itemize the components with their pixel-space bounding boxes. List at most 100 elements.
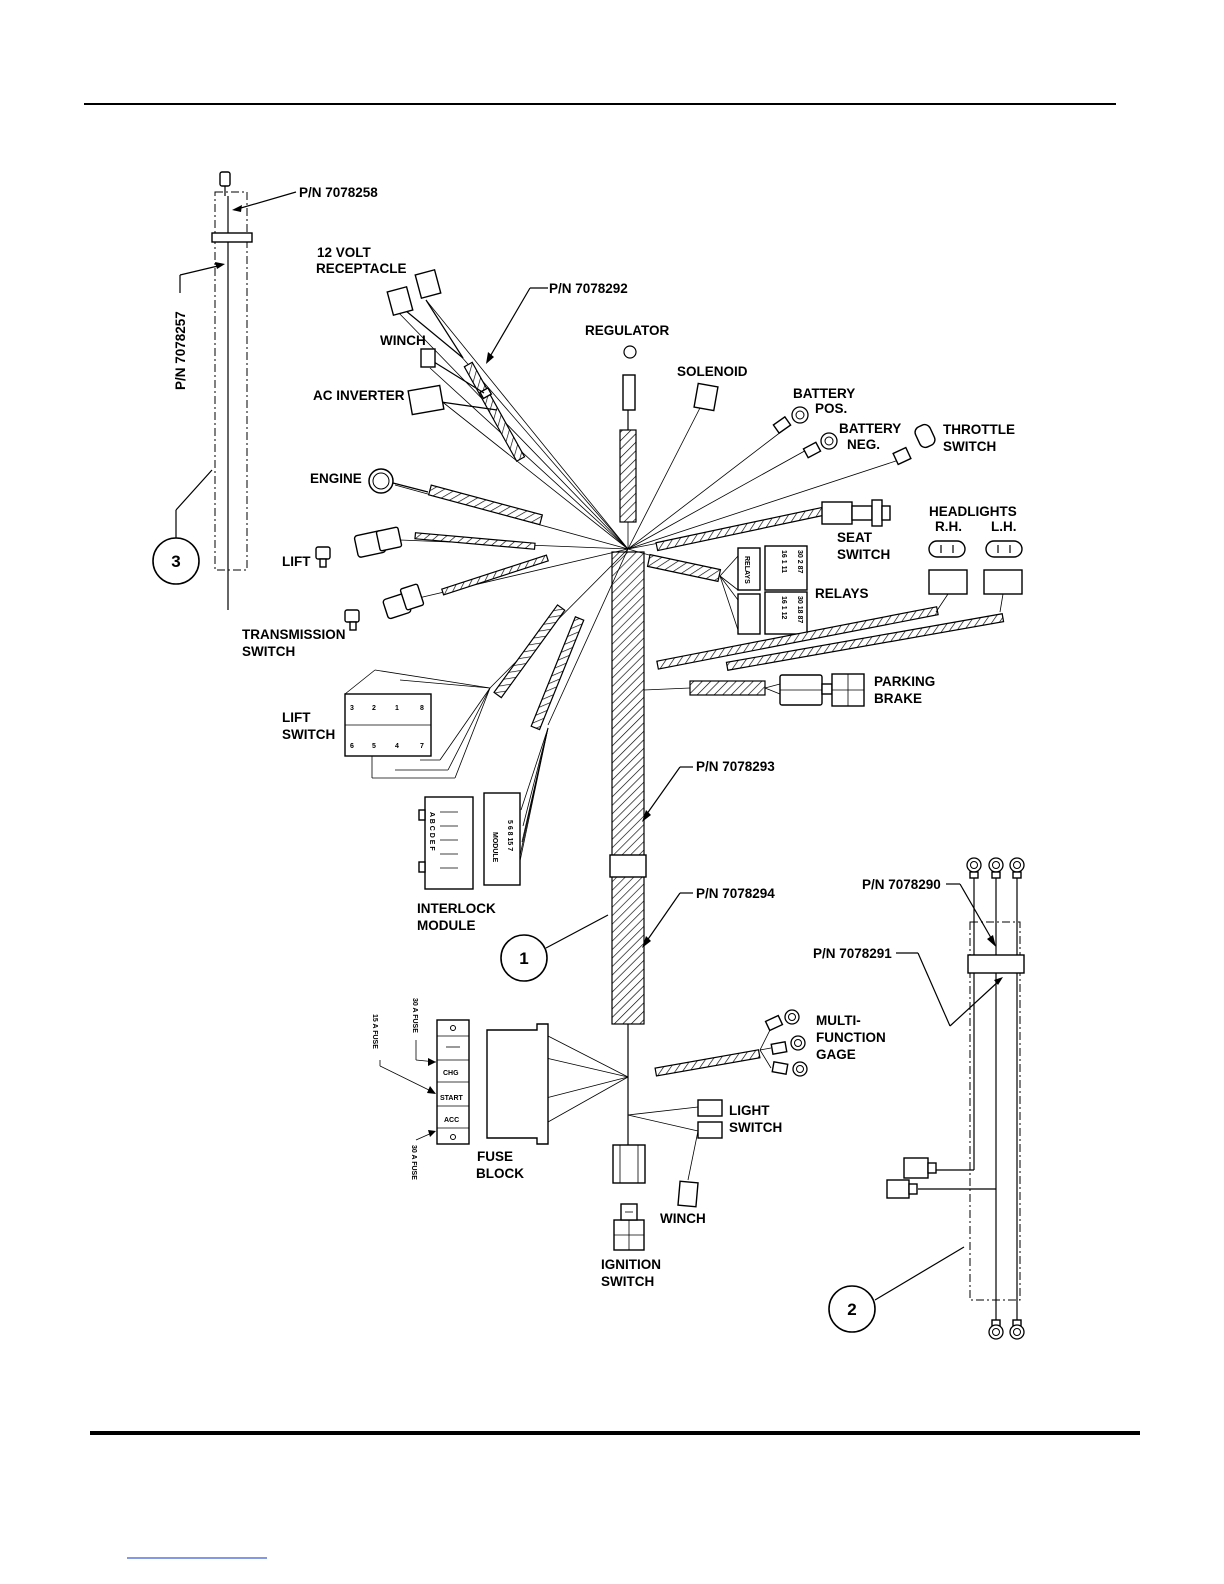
interlock-module-connector <box>483 792 521 886</box>
label-ac-inverter: AC INVERTER <box>313 388 405 403</box>
winch-plug-bottom <box>677 1180 699 1208</box>
svg-text:3: 3 <box>350 705 354 712</box>
svg-text:15 A FUSE: 15 A FUSE <box>371 1014 378 1049</box>
relay-block-2 <box>737 593 761 635</box>
label-seat: SEAT <box>837 530 873 545</box>
harness-3: 3 P/N 7078258 P/N 7078257 <box>152 171 378 610</box>
headlight-lh <box>985 540 1023 558</box>
label-neg: NEG. <box>847 437 880 452</box>
fuse-block-connector <box>486 1023 549 1145</box>
light-switch-plug-2 <box>697 1121 723 1139</box>
headlight-rh <box>928 540 966 558</box>
callout-3: 3 <box>171 552 180 571</box>
label-seat-switch: SWITCH <box>837 547 890 562</box>
labels: P/N 7078292 12 VOLT RECEPTACLE WINCH AC … <box>242 245 1017 1289</box>
harness-2: 2 <box>828 857 1025 1340</box>
svg-text:30 2 87: 30 2 87 <box>796 550 803 573</box>
label-pn-7078293: P/N 7078293 <box>696 759 775 774</box>
label-block: BLOCK <box>476 1166 524 1181</box>
callout-2: 2 <box>847 1300 856 1319</box>
ac-inverter-plug <box>407 384 445 416</box>
callout-2-circle <box>828 1285 876 1333</box>
12v-receptacle-plug-1 <box>386 285 414 317</box>
label-lh: L.H. <box>991 519 1017 534</box>
label-ignition: IGNITION <box>601 1257 661 1272</box>
svg-text:1: 1 <box>395 705 399 712</box>
winch-plug-top <box>420 348 436 368</box>
label-pn-7078291: P/N 7078291 <box>813 946 892 961</box>
label-receptacle: RECEPTACLE <box>316 261 407 276</box>
light-switch-plug-1 <box>697 1099 723 1117</box>
headlight-lh-plug <box>983 569 1023 595</box>
transmission-switch-plug <box>344 609 360 623</box>
headlight-rh-plug <box>928 569 968 595</box>
label-ignition-switch: SWITCH <box>601 1274 654 1289</box>
12v-receptacle-plug-2 <box>414 268 442 300</box>
label-engine: ENGINE <box>310 471 362 486</box>
solenoid-plug <box>693 382 719 412</box>
svg-text:5 6 8 15 7: 5 6 8 15 7 <box>506 820 513 851</box>
svg-text:RELAYS: RELAYS <box>743 556 750 584</box>
label-pn-7078292: P/N 7078292 <box>549 281 628 296</box>
label-gage: GAGE <box>816 1047 856 1062</box>
svg-text:4: 4 <box>395 743 399 750</box>
label-pn-7078294: P/N 7078294 <box>696 886 775 901</box>
label-12-volt: 12 VOLT <box>317 245 372 260</box>
label-interlock: INTERLOCK <box>417 901 496 916</box>
svg-text:30 A FUSE: 30 A FUSE <box>411 998 418 1033</box>
label-brake: BRAKE <box>874 691 922 706</box>
svg-text:CHG: CHG <box>443 1070 459 1077</box>
label-module: MODULE <box>417 918 476 933</box>
label-throttle-switch: SWITCH <box>943 439 996 454</box>
label-transmission: TRANSMISSION <box>242 627 346 642</box>
relay-1 <box>764 545 808 591</box>
callout-1: 1 <box>519 949 528 968</box>
ignition-connector <box>612 1144 646 1184</box>
label-rh: R.H. <box>935 519 962 534</box>
svg-text:30 A FUSE: 30 A FUSE <box>410 1145 417 1180</box>
label-fuse: FUSE <box>477 1149 513 1164</box>
label-battery-neg: BATTERY <box>839 421 901 436</box>
label-transmission-switch: SWITCH <box>242 644 295 659</box>
label-winch-bottom: WINCH <box>660 1211 706 1226</box>
label-light-switch: SWITCH <box>729 1120 782 1135</box>
label-lift: LIFT <box>282 554 311 569</box>
label-lift-switch-2: SWITCH <box>282 727 335 742</box>
lift-switch-plug <box>315 546 331 560</box>
label-multi: MULTI- <box>816 1013 861 1028</box>
harness-2-clamp <box>967 954 1025 974</box>
throttle-switch-plug <box>914 423 936 449</box>
label-throttle: THROTTLE <box>943 422 1015 437</box>
label-relays: RELAYS <box>815 586 869 601</box>
relay-block-1 <box>737 547 761 591</box>
callout-1-circle <box>500 934 548 982</box>
label-pn-7078258: P/N 7078258 <box>299 185 378 200</box>
svg-text:16 1 12: 16 1 12 <box>780 596 787 619</box>
relay-2 <box>764 591 808 635</box>
label-battery-pos: BATTERY <box>793 386 855 401</box>
label-headlights: HEADLIGHTS <box>929 504 1017 519</box>
svg-text:6: 6 <box>350 743 354 750</box>
svg-text:16 1 11: 16 1 11 <box>780 550 787 573</box>
callout-3-circle <box>152 537 200 585</box>
label-pn-7078290: P/N 7078290 <box>862 877 941 892</box>
label-light: LIGHT <box>729 1103 770 1118</box>
svg-text:A B C D E F: A B C D E F <box>428 812 435 851</box>
svg-text:START: START <box>440 1095 464 1102</box>
label-function: FUNCTION <box>816 1030 886 1045</box>
svg-text:7: 7 <box>420 743 424 750</box>
seat-switch <box>821 501 853 525</box>
label-pos: POS. <box>815 401 847 416</box>
svg-text:MODULE: MODULE <box>491 832 498 863</box>
svg-text:8: 8 <box>420 705 424 712</box>
label-regulator: REGULATOR <box>585 323 670 338</box>
label-winch-top: WINCH <box>380 333 426 348</box>
svg-text:ACC: ACC <box>444 1117 459 1124</box>
label-solenoid: SOLENOID <box>677 364 748 379</box>
svg-text:30 18 87: 30 18 87 <box>796 596 803 623</box>
label-pn-7078257: P/N 7078257 <box>173 311 188 390</box>
label-lift-switch-1: LIFT <box>282 710 311 725</box>
svg-text:5: 5 <box>372 743 376 750</box>
